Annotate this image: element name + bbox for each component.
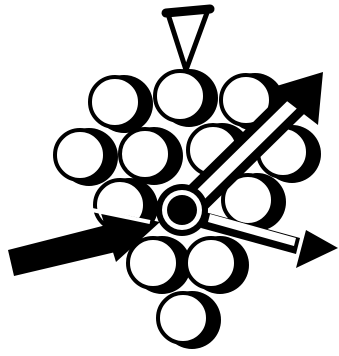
grape-10 <box>128 236 191 294</box>
stem-icon <box>168 10 208 70</box>
grape-5 <box>120 127 183 185</box>
grape-11 <box>186 236 249 294</box>
center-hub <box>156 184 208 236</box>
grape-2 <box>155 69 218 127</box>
grape-12 <box>158 291 221 349</box>
stem-top-bar <box>166 9 210 13</box>
grape-4 <box>55 128 118 186</box>
grape-1 <box>90 75 153 133</box>
